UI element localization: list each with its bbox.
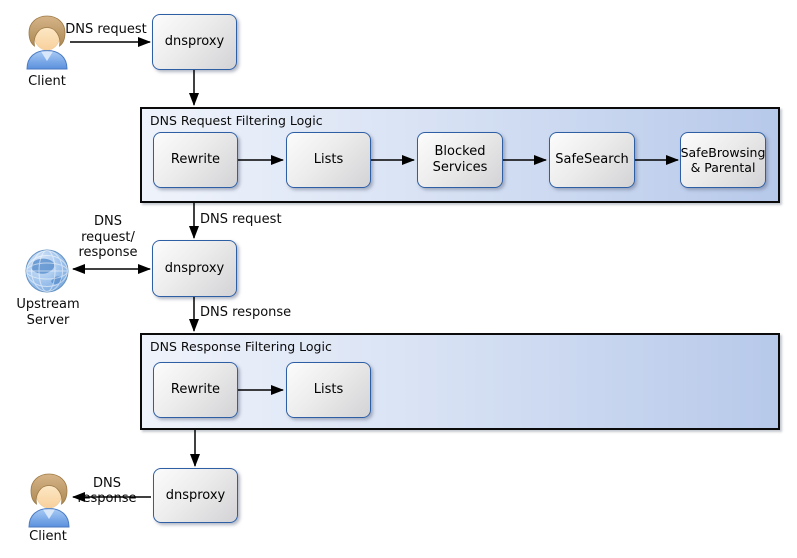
response-filtering-title: DNS Response Filtering Logic — [150, 339, 332, 354]
response-stage-rewrite: Rewrite — [153, 362, 238, 418]
request-filtering-title: DNS Request Filtering Logic — [150, 113, 323, 128]
edge-label-response-to-client: DNS response — [77, 476, 137, 506]
edge-label-request-to-proxy: DNS request — [200, 212, 282, 227]
edge-label-upstream-line1: DNS — [94, 214, 122, 229]
request-stage-blocked-services: Blocked Services — [417, 132, 503, 188]
edge-label-upstream-line2: request/ — [81, 229, 135, 245]
dnsproxy-node-middle: dnsproxy — [152, 240, 237, 297]
edge-label-upstream-exchange: DNS request/ response — [68, 214, 148, 261]
request-stage-rewrite: Rewrite — [153, 132, 238, 188]
upstream-label-line2: Server — [26, 312, 70, 328]
edge-label-upstream-line3: response — [78, 245, 138, 260]
client-top-person-icon — [26, 15, 68, 70]
client-bottom-label: Client — [29, 529, 67, 544]
request-stage-lists: Lists — [286, 132, 371, 188]
upstream-server-globe-icon — [25, 249, 69, 293]
response-filtering-panel: DNS Response Filtering Logic — [140, 333, 780, 430]
request-stage-safebrowsing-parental: SafeBrowsing & Parental — [680, 132, 766, 188]
dnsproxy-node-top: dnsproxy — [152, 14, 237, 70]
edge-label-response-from-proxy: DNS response — [200, 305, 292, 320]
request-stage-safesearch: SafeSearch — [549, 132, 635, 188]
dnsproxy-node-bottom: dnsproxy — [153, 468, 238, 523]
upstream-server-label: Upstream Server — [8, 297, 88, 328]
upstream-label-line1: Upstream — [16, 297, 80, 312]
client-top-label: Client — [28, 74, 66, 89]
edge-label-client-request: DNS request — [65, 22, 147, 37]
response-stage-lists: Lists — [286, 362, 371, 418]
